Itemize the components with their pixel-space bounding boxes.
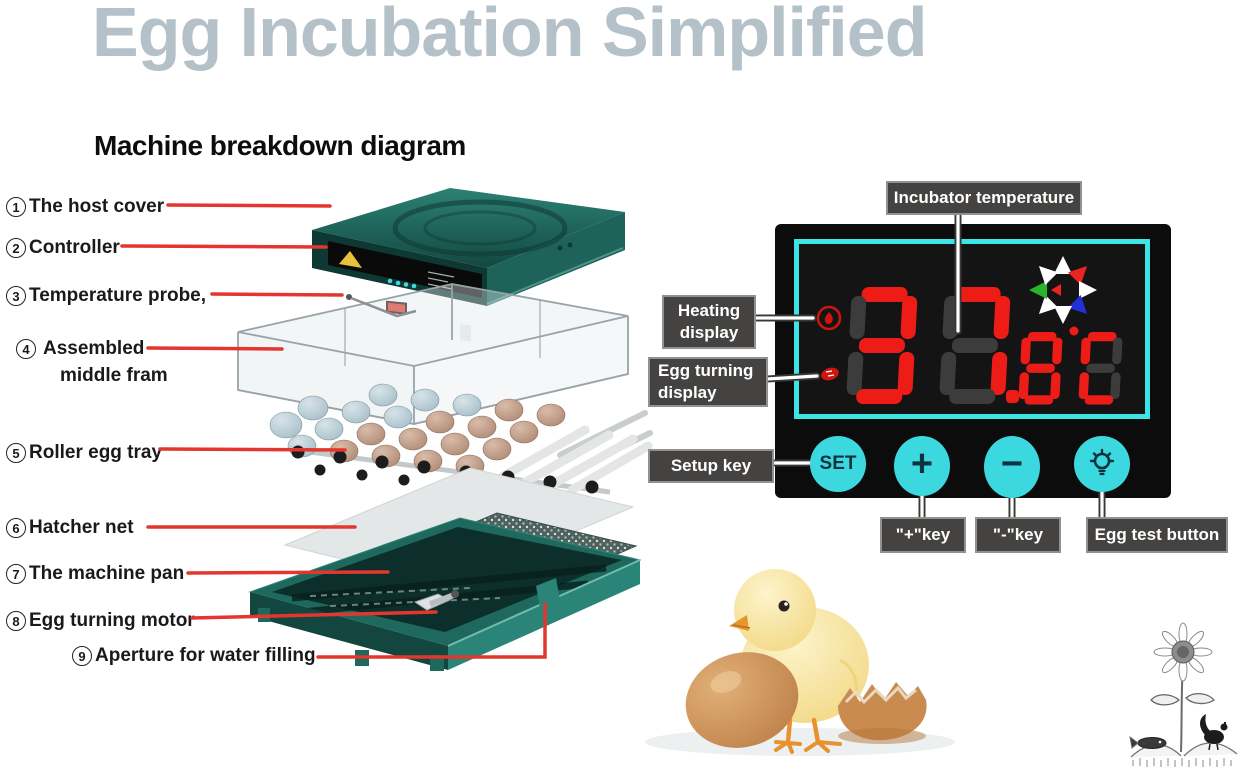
- part-label-roller-egg-tray: 5 Roller egg tray: [6, 442, 162, 464]
- part-label-text: The host cover: [29, 196, 165, 217]
- diagram-heading: Machine breakdown diagram: [94, 130, 466, 161]
- circled-number: 3: [6, 286, 26, 306]
- part-label-text: Controller: [29, 237, 120, 258]
- circled-number: 5: [6, 443, 26, 463]
- callout-text: Heating: [677, 300, 741, 320]
- part-label-machine-pan: 7 The machine pan: [6, 563, 184, 585]
- callout-setup-key: Setup key: [648, 449, 774, 483]
- farm-logo: [1129, 622, 1238, 767]
- part-label-hatcher-net: 6 Hatcher net: [6, 517, 134, 539]
- circled-number: 2: [6, 238, 26, 258]
- display-cyan-frame: [794, 239, 1150, 419]
- light-bulb-icon: [1089, 448, 1115, 476]
- circled-number: 7: [6, 564, 26, 584]
- callout-egg-test-button: Egg test button: [1086, 517, 1228, 553]
- part-label-text: Egg turning motor: [29, 610, 195, 631]
- leader-lines-red: [120, 203, 547, 659]
- part-label-egg-turning-motor: 8 Egg turning motor: [6, 610, 195, 632]
- middle-frame-art: [237, 283, 629, 426]
- part-label-text: Aperture for water filling: [95, 645, 316, 666]
- callout-egg-turning-display: Egg turning display: [648, 357, 768, 407]
- part-label-assembled-frame: 4 Assembled: [16, 338, 144, 360]
- part-label-text: The machine pan: [29, 563, 185, 584]
- part-label-text: Hatcher net: [29, 517, 134, 538]
- part-label-text: middle fram: [60, 365, 168, 386]
- controller-art: [328, 241, 482, 342]
- page-title: Egg Incubation Simplified: [92, 0, 927, 71]
- part-label-text: Roller egg tray: [29, 442, 163, 463]
- rooster-icon: [1200, 714, 1228, 751]
- plus-button[interactable]: +: [894, 436, 950, 496]
- circled-number: 4: [16, 339, 36, 359]
- part-label-aperture-water-filling: 9 Aperture for water filling: [72, 645, 316, 667]
- part-label-controller: 2 Controller: [6, 237, 120, 259]
- callout-heating-display: Heating display: [662, 295, 756, 349]
- circled-number: 6: [6, 518, 26, 538]
- host-cover-art: [312, 188, 625, 342]
- circled-number: 9: [72, 646, 92, 666]
- hatcher-net-art: [283, 467, 638, 619]
- circled-number: 1: [6, 197, 26, 217]
- callout-plus-key: "+"key: [880, 517, 966, 553]
- roller-egg-tray-art: [269, 383, 653, 501]
- part-label-assembled-frame-line2: middle fram: [60, 365, 168, 387]
- callout-incubator-temperature: Incubator temperature: [886, 181, 1082, 215]
- sunflower-icon: [1153, 622, 1213, 682]
- chick-hatching-image: [645, 569, 955, 756]
- callout-text: display: [679, 323, 739, 342]
- set-button[interactable]: SET: [810, 436, 866, 492]
- part-label-temperature-probe: 3 Temperature probe,: [6, 285, 206, 307]
- temperature-probe-art: [346, 294, 417, 318]
- part-label-text: Assembled: [43, 338, 145, 359]
- callout-text: Egg turning: [658, 360, 754, 380]
- part-label-host-cover: 1 The host cover: [6, 196, 164, 218]
- circled-number: 8: [6, 611, 26, 631]
- callout-minus-key: "-"key: [975, 517, 1061, 553]
- minus-button[interactable]: −: [984, 436, 1040, 498]
- part-label-text: Temperature probe,: [29, 285, 207, 306]
- egg-test-light-button[interactable]: [1074, 436, 1130, 492]
- callout-text: display: [658, 383, 717, 402]
- fish-icon: [1129, 735, 1167, 749]
- egg-turning-motor-art: [413, 590, 459, 611]
